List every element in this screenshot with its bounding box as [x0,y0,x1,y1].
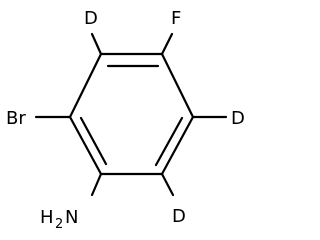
ring-bond-c5-c6 [68,115,103,176]
atom-label-deuterium-right: D [231,108,245,129]
ring-bond-c2-c3 [160,52,195,119]
substituent-bonds [34,32,228,197]
double-bond-inner-right [154,116,184,167]
bond-to-amine [90,172,103,197]
atom-label-deuterium-bottom: D [172,206,186,227]
ring-bond-c6-c1 [68,52,103,119]
molecule-structure: D F Br D D H 2 N [6,8,245,232]
atom-label-amine-h: H [40,207,54,228]
atom-label-amine-n: N [65,207,78,228]
atom-label-deuterium-top: D [84,8,98,29]
bond-to-fluorine [160,32,174,56]
ring-bond-c3-c4 [160,115,195,176]
double-bond-inner-left [79,116,108,166]
amine-group-label: H 2 N [40,207,78,232]
bond-to-deuterium-top [90,32,103,56]
atom-label-bromine: Br [6,108,26,129]
benzene-ring [68,52,195,176]
bond-to-deuterium-bottom [160,172,175,197]
atom-label-fluorine: F [171,8,181,29]
atom-label-amine-subscript: 2 [55,217,63,232]
